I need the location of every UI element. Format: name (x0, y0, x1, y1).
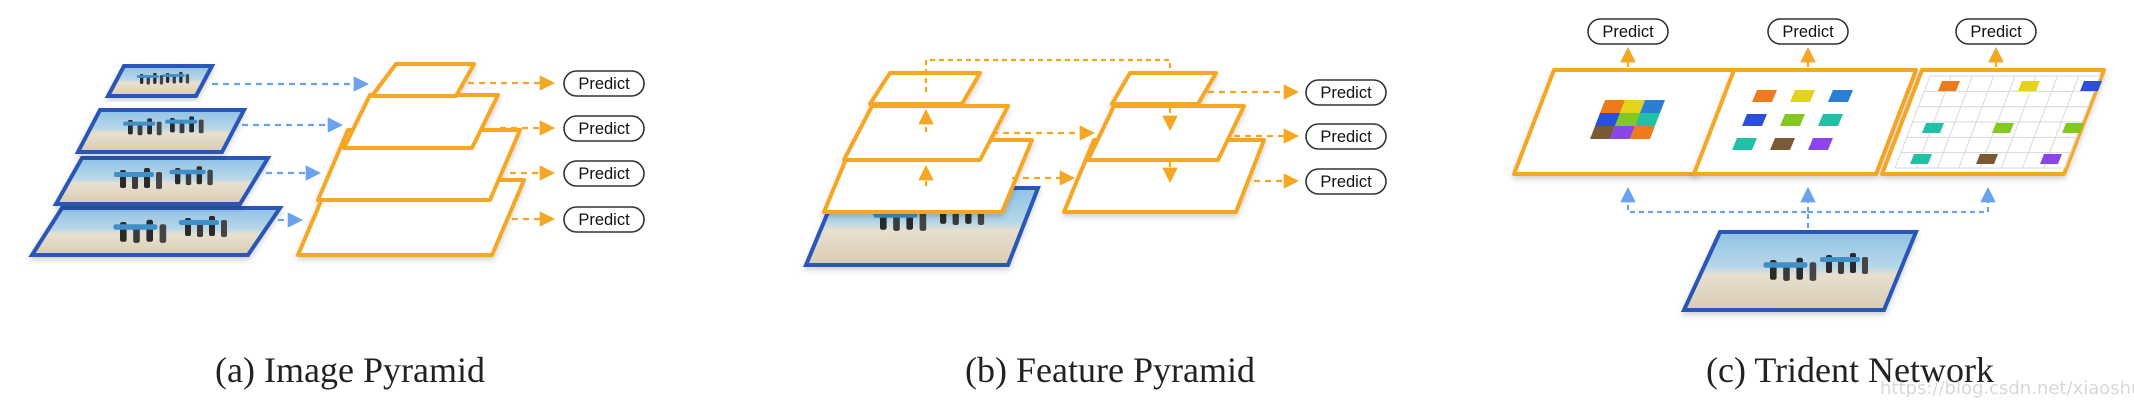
kernel-cell (1818, 114, 1843, 126)
predict-label: Predict (1602, 23, 1654, 41)
feature-map-1 (370, 62, 476, 98)
kernel-cell (1752, 90, 1777, 102)
feature-map-2 (342, 93, 500, 150)
kernel-cell (2062, 123, 2084, 133)
branch-3-grid (1894, 75, 2101, 169)
predict-box-a1: Predict (563, 70, 645, 97)
kernel-cell (2080, 81, 2102, 91)
predict-label: Predict (578, 211, 630, 229)
kernel-cell (1808, 138, 1833, 150)
kernel-cell (1828, 90, 1853, 102)
bottom-up-feature-maps (822, 71, 1034, 214)
predict-label: Predict (578, 75, 630, 93)
image-pyramid-photo-stack (28, 64, 284, 257)
predict-label: Predict (1782, 23, 1834, 41)
grid-line (1937, 75, 1973, 169)
fpn-predict-arrows (1208, 84, 1300, 189)
kernel-cell (1630, 126, 1655, 139)
kernel-cell (1635, 113, 1660, 126)
watermark-url: https://blog.csdn.net/xiaoshulinlove (1880, 378, 2134, 399)
photo-level-1 (104, 64, 216, 98)
kernel-cell (1610, 126, 1635, 139)
bottom-up-level-2 (842, 104, 1010, 162)
photo-level-4 (28, 206, 284, 257)
panel-trident-network: Predict Predict Predict (1512, 18, 2106, 312)
trident-input-photo (1680, 230, 1919, 312)
top-down-feature-maps (1062, 71, 1266, 214)
grid-line (1958, 75, 1995, 169)
predict-label: Predict (1320, 128, 1372, 146)
kernel-cell (1595, 113, 1620, 126)
predict-box-c1: Predict (1587, 18, 1669, 45)
predict-box-b3: Predict (1305, 168, 1387, 195)
kernel-cell (1590, 126, 1615, 139)
predict-box-c2: Predict (1767, 18, 1849, 45)
kernel-cell (1790, 90, 1815, 102)
predict-label: Predict (1320, 173, 1372, 191)
grid-line (2022, 75, 2058, 169)
predict-label: Predict (578, 165, 630, 183)
photo-level-3 (52, 156, 272, 206)
caption-trident-network: (c) Trident Network (1706, 350, 1994, 390)
predict-box-b2: Predict (1305, 123, 1387, 150)
predict-label: Predict (1970, 23, 2022, 41)
caption-image-pyramid: (a) Image Pyramid (215, 350, 485, 390)
shared-input-arrows (1620, 186, 1996, 246)
predict-label: Predict (578, 120, 630, 138)
kernel-cell (1742, 114, 1767, 126)
kernel-cell (1780, 114, 1805, 126)
kernel-cell (1992, 123, 2014, 133)
grid-line (1894, 75, 1931, 169)
feature-to-predict-arrows (468, 75, 556, 227)
panel-feature-pyramid: Predict Predict Predict (803, 58, 1387, 267)
trident-branch-3 (1880, 68, 2106, 176)
predict-label: Predict (1320, 84, 1372, 102)
grid-line (2064, 75, 2101, 169)
predict-box-a3: Predict (563, 160, 645, 187)
panel-image-pyramid: Predict Predict Predict Predict (28, 62, 645, 257)
kernel-cell (1620, 100, 1645, 113)
image-pyramid-feature-maps (296, 62, 526, 257)
kernel-cell (2018, 81, 2040, 91)
photo-level-2 (74, 108, 248, 154)
predict-box-a4: Predict (563, 206, 645, 233)
lateral-arrows (992, 125, 1096, 186)
caption-feature-pyramid: (b) Feature Pyramid (965, 350, 1255, 390)
grid-line (1915, 75, 1952, 169)
top-down-level-1 (1110, 71, 1218, 106)
kernel-cell (1640, 100, 1665, 113)
branch-2-kernel (1732, 90, 1853, 150)
kernel-cell (2040, 154, 2062, 164)
predict-box-a2: Predict (563, 115, 645, 142)
kernel-cell (1600, 100, 1625, 113)
kernel-cell (1938, 81, 1960, 91)
kernel-cell (1922, 123, 1944, 133)
kernel-cell (1910, 154, 1932, 164)
predict-box-c3: Predict (1955, 18, 2037, 45)
branch-3-kernel (1910, 81, 2102, 164)
trident-branch-2 (1692, 68, 1918, 176)
kernel-cell (1732, 138, 1757, 150)
grid-line (2043, 75, 2080, 169)
kernel-cell (1615, 113, 1640, 126)
kernel-cell (1770, 138, 1795, 150)
grid-line (1979, 75, 2016, 169)
top-down-level-2 (1086, 104, 1246, 162)
grid-line (2000, 75, 2037, 169)
predict-box-b1: Predict (1305, 79, 1387, 106)
kernel-cell (1976, 154, 1998, 164)
image-to-feature-arrows (212, 76, 370, 228)
branch-1-kernel (1590, 100, 1665, 139)
